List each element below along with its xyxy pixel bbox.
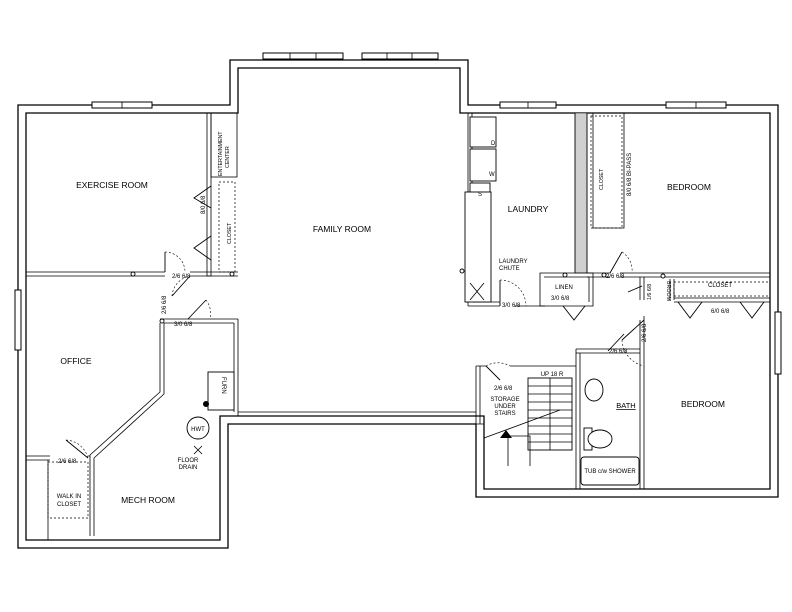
- room-bedroom-1: BEDROOM: [667, 182, 711, 192]
- door-size-walkin: 2/6 6/8: [58, 459, 77, 465]
- label-floor-drain-1: FLOOR: [178, 458, 199, 464]
- room-labels: EXERCISE ROOM FAMILY ROOM LAUNDRY BEDROO…: [60, 180, 725, 505]
- bathtub: [580, 456, 640, 486]
- door-size-bed2: 2/6 6/8: [642, 323, 648, 342]
- windows: [14, 52, 782, 375]
- doors: [65, 185, 765, 459]
- label-entertainment-2: CENTER: [225, 146, 231, 168]
- label-broom: BROOM: [665, 281, 671, 301]
- label-exercise-closet: CLOSET: [227, 222, 233, 244]
- label-storage-1: STORAGE: [490, 397, 519, 403]
- toilet-bowl: [587, 429, 613, 449]
- label-bed1-closet: CLOSET: [599, 168, 605, 190]
- room-mech: MECH ROOM: [121, 495, 175, 505]
- door-size-labels: 8/0 6/8 2/6 6/8 2/6 6/8 3/0 6/8 2/6 6/8 …: [58, 153, 730, 465]
- water-heater: [186, 416, 210, 440]
- room-exercise: EXERCISE ROOM: [76, 180, 148, 190]
- door-size-exercise-closet: 8/0 6/8: [201, 195, 207, 214]
- walk-in-closet-shelf: [47, 461, 89, 519]
- door-size-mech: 3/0 6/8: [174, 322, 193, 328]
- label-washer: W: [489, 172, 495, 178]
- label-storage-2: UNDER: [494, 404, 516, 410]
- room-bath: BATH: [616, 401, 635, 410]
- label-laundry-chute-1: LAUNDRY: [499, 259, 528, 265]
- door-size-linen: 3/0 6/8: [551, 296, 570, 302]
- door-size-broom: 1/6 6/8: [647, 284, 653, 300]
- door-size-exercise: 2/6 6/8: [172, 274, 191, 280]
- room-family: FAMILY ROOM: [313, 224, 371, 234]
- label-storage-3: STAIRS: [494, 411, 515, 417]
- label-dryer: D: [491, 141, 496, 147]
- room-office: OFFICE: [60, 356, 91, 366]
- label-linen: LINEN: [555, 285, 573, 291]
- door-size-laundry: 3/0 6/8: [502, 303, 521, 309]
- label-walkin-2: CLOSET: [57, 502, 81, 508]
- label-hwt: HWT: [191, 427, 205, 433]
- door-size-storage: 2/6 6/8: [494, 386, 513, 392]
- label-sink: S: [478, 192, 482, 198]
- door-size-bed1: 2/6 6/8: [606, 274, 625, 280]
- label-stairs-up: UP 18 R: [541, 372, 564, 378]
- door-size-office: 2/6 6/8: [162, 295, 168, 314]
- label-bed2-closet: CLOSET: [708, 283, 732, 289]
- stair-arrow-icon: [500, 430, 512, 438]
- label-entertainment-1: ENTERTAINMENT: [218, 131, 224, 176]
- label-laundry-chute-2: CHUTE: [499, 266, 520, 272]
- label-walkin-1: WALK IN: [57, 494, 81, 500]
- door-size-bed2-closet: 6/0 6/8: [711, 309, 730, 315]
- bath-sink: [584, 378, 604, 402]
- interior-walls: [26, 112, 771, 540]
- label-floor-drain-2: DRAIN: [179, 465, 198, 471]
- label-furnace: FURN: [220, 377, 226, 394]
- room-bedroom-2: BEDROOM: [681, 399, 725, 409]
- furnace-marker-icon: [203, 401, 209, 407]
- small-labels: ENTERTAINMENT CENTER CLOSET CLOSET CLOSE…: [57, 131, 733, 508]
- door-size-bed1-closet: 8/0 6/8 BI-PASS: [627, 153, 633, 196]
- room-laundry: LAUNDRY: [508, 204, 549, 214]
- exterior-walls: [17, 59, 779, 549]
- furnace: [207, 371, 235, 411]
- fixtures: [47, 268, 666, 519]
- stairs[interactable]: [483, 377, 573, 466]
- label-tub: TUB c/w SHOWER: [584, 469, 636, 475]
- floor-drain-icon: [193, 445, 203, 455]
- door-size-bath: 2/6 6/8: [609, 349, 628, 355]
